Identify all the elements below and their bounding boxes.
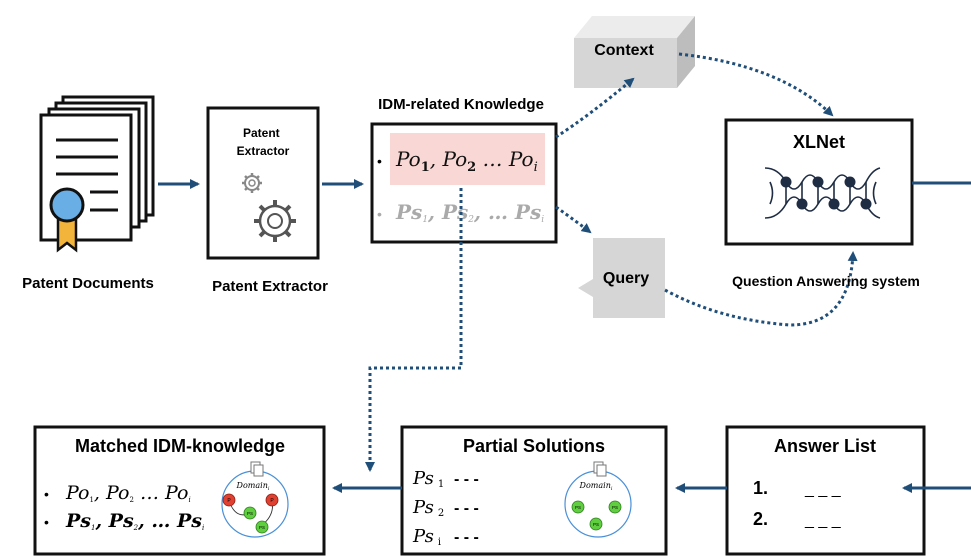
gear-large-icon — [254, 200, 296, 242]
svg-text:P: P — [270, 498, 274, 504]
gear-small-icon — [242, 173, 262, 193]
svg-text:- - -: - - - — [454, 529, 479, 546]
svg-text:- - -: - - - — [454, 471, 479, 488]
answer-item-number: 1. — [753, 478, 768, 498]
po-line: Po1, Po2 … Poi — [395, 147, 538, 175]
po-highlight — [390, 133, 545, 185]
matched-idm-title: Matched IDM-knowledge — [75, 436, 285, 456]
patent-extractor-caption: Patent Extractor — [212, 278, 328, 295]
svg-text:Domaini: Domaini — [579, 481, 613, 492]
svg-text:Psi: Psi — [412, 526, 441, 548]
ps-bullet: • — [377, 206, 382, 222]
dotted-knowledge-to-context — [555, 77, 635, 139]
patent-extractor-box-title: Patent Extractor — [237, 126, 290, 158]
dotted-knowledge-to-query — [555, 205, 592, 234]
matched-po-line: Po1, Po2 … Poi — [65, 482, 191, 504]
context-label: Context — [594, 42, 654, 59]
partial-solutions-title: Partial Solutions — [463, 436, 605, 456]
po-bullet: • — [377, 153, 382, 169]
svg-text:- - -: - - - — [454, 500, 479, 517]
domain-diagram-partial: Domaini PS PS PS — [564, 461, 632, 538]
xlnet-title: XLNet — [793, 132, 845, 152]
matched-ps-bullet: • — [44, 514, 49, 530]
svg-text:Domaini: Domaini — [236, 481, 270, 492]
svg-text:Ps2: Ps2 — [412, 497, 444, 519]
dotted-query-to-xlnet — [664, 251, 858, 327]
svg-text:PS: PS — [612, 505, 618, 510]
answer-item-number: 2. — [753, 509, 768, 529]
svg-text:PS: PS — [575, 505, 581, 510]
query-callout — [578, 238, 665, 318]
dotted-context-to-xlnet — [678, 52, 834, 117]
query-label: Query — [603, 270, 649, 287]
svg-text:Ps1: Ps1 — [412, 468, 444, 490]
dotted-knowledge-to-matched — [365, 188, 463, 472]
answer-list-box — [725, 425, 926, 556]
answer-item-placeholder: _ _ _ — [804, 512, 842, 529]
svg-text:PS: PS — [593, 522, 599, 527]
neural-network-icon — [764, 167, 881, 219]
patent-documents-icon — [39, 95, 155, 253]
matched-ps-line: Ps1, Ps2, … Psi — [65, 510, 204, 532]
matched-po-bullet: • — [44, 486, 49, 502]
svg-text:PS: PS — [247, 511, 253, 516]
qa-system-label: Question Answering system — [732, 273, 920, 289]
svg-text:PS: PS — [259, 525, 265, 530]
patent-documents-label: Patent Documents — [22, 275, 154, 292]
answer-item-placeholder: _ _ _ — [804, 481, 842, 498]
domain-diagram-matched: Domaini P P PS PS — [221, 461, 289, 538]
svg-text:P: P — [227, 498, 231, 504]
idm-knowledge-title: IDM-related Knowledge — [378, 96, 544, 113]
answer-list-title: Answer List — [774, 436, 876, 456]
ps-line: Ps1, Ps2, … Psi — [395, 200, 544, 225]
